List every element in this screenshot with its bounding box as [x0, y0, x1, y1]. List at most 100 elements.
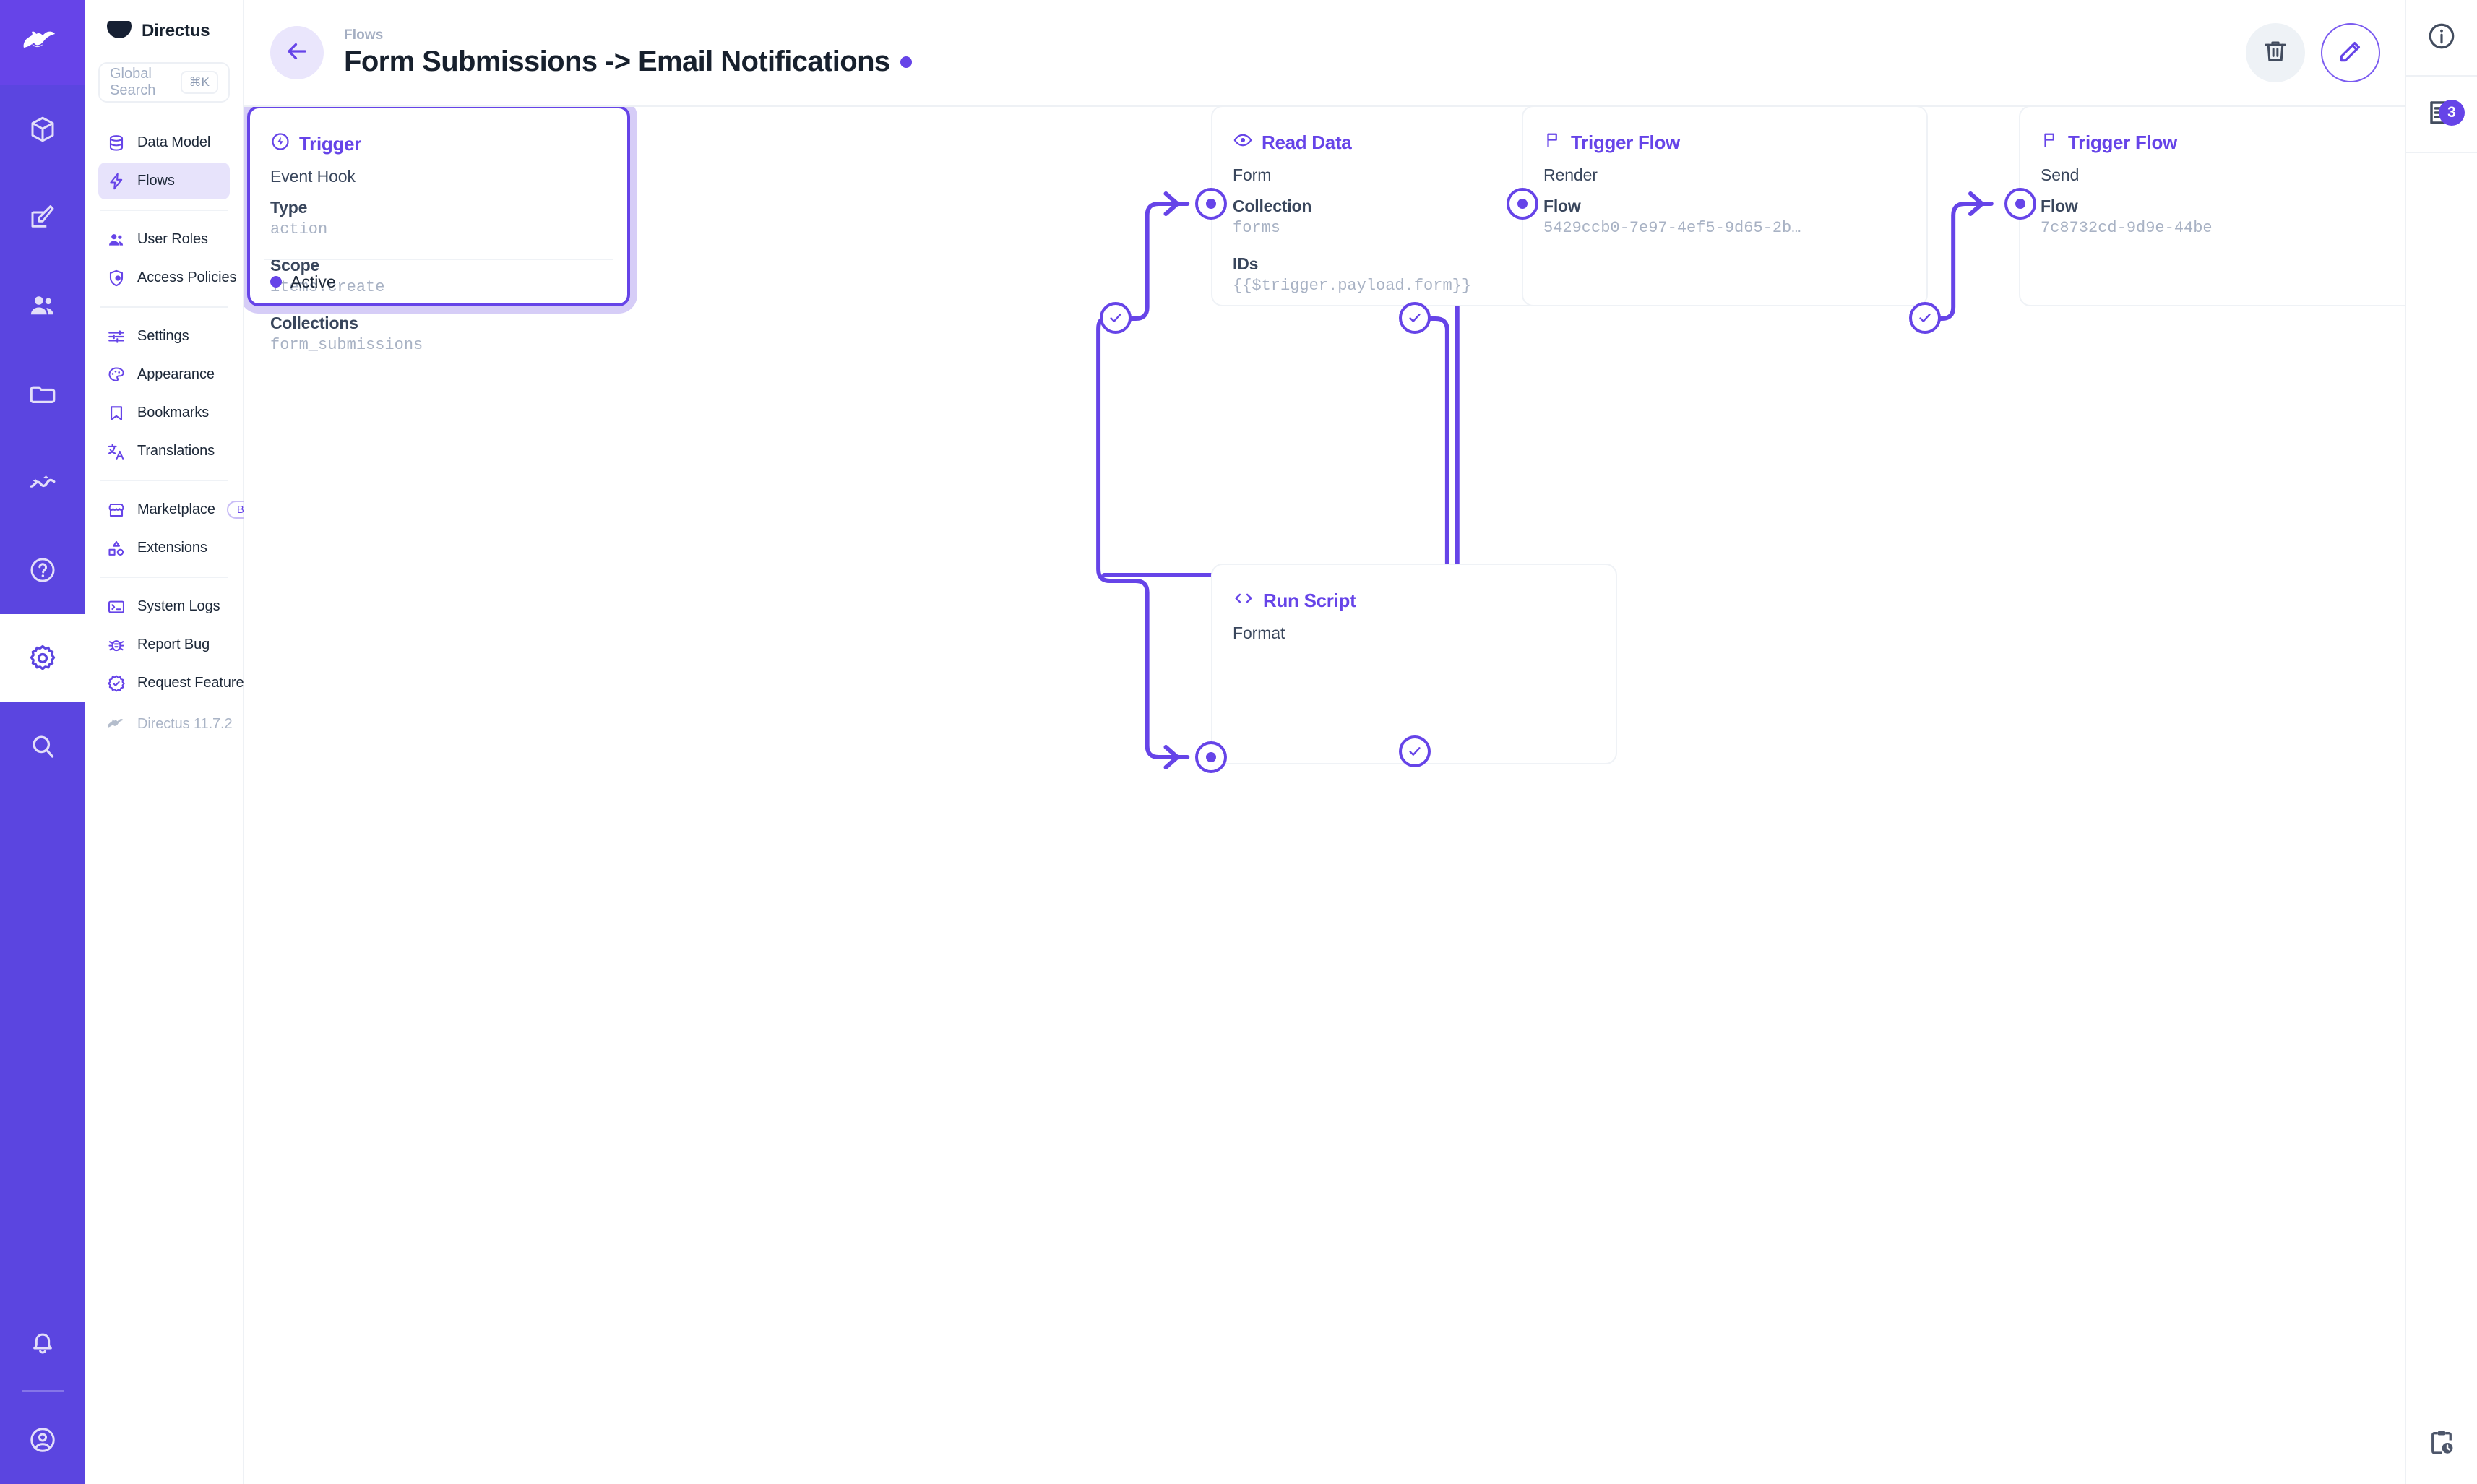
port-core [1517, 199, 1528, 209]
port-input-read-data[interactable] [1195, 188, 1227, 220]
flow-node-trigger-flow-send[interactable]: Trigger Flow Send Flow 7c8732cd-9d9e-44b… [2019, 105, 2405, 306]
version-label: Directus 11.7.2 [137, 716, 233, 732]
node-type-label: Trigger [299, 133, 362, 155]
node-subtitle: Format [1233, 624, 1285, 642]
node-subtitle: Event Hook [270, 167, 356, 186]
sidebar-item-settings[interactable]: Settings [98, 318, 230, 355]
pencil-icon [2337, 38, 2364, 69]
eye-icon [1233, 130, 1253, 155]
node-type-title: Trigger Flow [1523, 107, 1926, 155]
node-type-title: Run Script [1212, 565, 1616, 613]
rail-item-files[interactable] [0, 350, 85, 438]
info-panel-button[interactable] [2405, 0, 2477, 77]
code-icon [1233, 588, 1254, 613]
sidebar-item-data-model[interactable]: Data Model [98, 124, 230, 161]
breadcrumb[interactable]: Flows [344, 27, 384, 43]
directus-rabbit-logo[interactable] [0, 0, 85, 85]
rail-item-notifications[interactable] [0, 1298, 85, 1386]
field-value: 7c8732cd-9d9e-44be [2041, 219, 2213, 237]
sidebar-item-report-bug[interactable]: Report Bug [98, 626, 230, 663]
flow-node-trigger-flow-render[interactable]: Trigger Flow Render Flow 5429ccb0-7e97-4… [1522, 105, 1928, 306]
sidebar-item-access-policies[interactable]: Access Policies [98, 259, 237, 296]
sidebar-item-system-logs[interactable]: System Logs [98, 588, 230, 625]
info-circle-icon [2426, 21, 2457, 55]
rail-item-content[interactable] [0, 173, 85, 262]
bookmark-icon [107, 404, 126, 423]
sidebar-item-extensions[interactable]: Extensions [98, 530, 230, 566]
sidebar-item-label: Appearance [137, 366, 215, 382]
field-value: items.create [270, 278, 385, 296]
node-footer: Active [264, 259, 613, 303]
sliders-icon [107, 327, 126, 346]
clipboard-clock-icon [2426, 1428, 2457, 1462]
shapes-icon [107, 539, 126, 558]
database-icon [107, 134, 126, 152]
brand-name: Directus [142, 21, 210, 40]
module-rail [0, 0, 85, 1484]
sidebar-item-flows[interactable]: Flows [98, 163, 230, 199]
edit-button[interactable] [2321, 23, 2380, 82]
delete-button[interactable] [2246, 23, 2305, 82]
node-body: Event Hook Type action Scope items.creat… [250, 157, 627, 354]
back-button[interactable] [270, 26, 324, 79]
port-input-trigger-flow-send[interactable] [2004, 188, 2036, 220]
shield-info-icon [107, 269, 126, 288]
bug-icon [107, 636, 126, 655]
sidebar-item-label: Data Model [137, 134, 211, 150]
flow-canvas[interactable]: Trigger Event Hook Type action Scope ite… [244, 105, 2405, 1484]
sidebar-item-label: Request Feature [137, 675, 244, 691]
sidebar-item-label: User Roles [137, 231, 208, 247]
field-label: Collection [1233, 197, 1312, 215]
port-resolve-trigger[interactable] [1100, 302, 1132, 334]
node-status: Active [290, 272, 336, 291]
sidebar-item-translations[interactable]: Translations [98, 433, 230, 470]
node-type-label: Run Script [1263, 590, 1356, 611]
sidebar-item-label: Translations [137, 443, 215, 459]
sidebar-item-user-roles[interactable]: User Roles [98, 221, 230, 258]
port-resolve-trigger-flow-render[interactable] [1909, 302, 1941, 334]
sidebar-item-label: Extensions [137, 540, 207, 556]
global-search-input[interactable]: Global Search ⌘K [98, 62, 230, 103]
arrow-left-icon [283, 38, 311, 69]
brand: Directus [98, 0, 230, 62]
flow-node-trigger[interactable]: Trigger Event Hook Type action Scope ite… [247, 105, 630, 354]
sidebar-item-bookmarks[interactable]: Bookmarks [98, 394, 230, 431]
sidebar-item-request-feature[interactable]: Request Feature [98, 665, 244, 702]
field-label: Collections [270, 314, 358, 332]
rail-item-users[interactable] [0, 262, 85, 350]
node-type-title: Trigger [250, 108, 627, 157]
revisions-panel-button[interactable]: 3 [2405, 77, 2477, 153]
store-icon [107, 501, 126, 519]
node-body: Form Collection forms IDs {{$trigger.pay… [1212, 155, 1616, 295]
port-input-run-script[interactable] [1195, 741, 1227, 773]
rail-item-help[interactable] [0, 526, 85, 614]
search-shortcut-badge: ⌘K [180, 71, 218, 94]
sidebar-item-label: Bookmarks [137, 405, 210, 420]
directus-mark-icon [107, 20, 132, 42]
port-resolve-read-data[interactable] [1399, 302, 1431, 334]
lightning-icon [107, 172, 126, 191]
rail-item-search[interactable] [0, 702, 85, 790]
port-input-trigger-flow-render[interactable] [1507, 188, 1538, 220]
rail-item-settings[interactable] [0, 614, 85, 702]
node-subtitle: Form [1233, 165, 1272, 184]
port-core [1206, 752, 1216, 762]
rail-item-box[interactable] [0, 85, 85, 173]
port-core [1206, 199, 1216, 209]
topbar: Flows Form Submissions -> Email Notifica… [244, 0, 2405, 107]
node-type-title: Read Data [1212, 107, 1616, 155]
sidebar-divider [100, 306, 228, 308]
sidebar-item-appearance[interactable]: Appearance [98, 356, 230, 393]
node-type-title: Trigger Flow [2020, 107, 2405, 155]
flow-logs-button[interactable] [2405, 1405, 2477, 1484]
node-subtitle: Render [1543, 165, 1598, 184]
flow-node-run-script[interactable]: Run Script Format [1211, 564, 1617, 764]
badge-check-icon [107, 674, 126, 693]
status-dot [270, 276, 282, 288]
port-resolve-run-script[interactable] [1399, 735, 1431, 767]
node-body: Format [1212, 613, 1616, 643]
sidebar-item-marketplace[interactable]: Marketplace Beta [98, 491, 270, 528]
rail-item-insights[interactable] [0, 438, 85, 526]
rail-item-account[interactable] [0, 1396, 85, 1484]
